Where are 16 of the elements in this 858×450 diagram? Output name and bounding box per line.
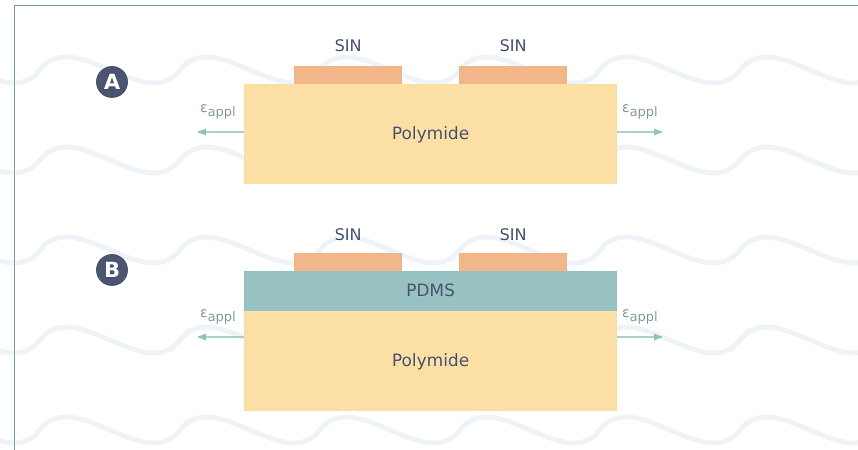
layer-label: PDMS — [406, 281, 455, 301]
strain-arrow — [197, 333, 244, 341]
strain-arrow — [617, 333, 663, 341]
polymide-layer — [244, 84, 617, 184]
panel-letter-badge: A — [96, 66, 128, 98]
panel-letter-badge: B — [96, 254, 128, 286]
layer-label: SIN — [334, 36, 362, 55]
layer-label: SIN — [498, 225, 528, 244]
layer-label: SIN — [334, 225, 362, 244]
polymide-layer — [244, 311, 617, 411]
layer-label: Polymide — [392, 351, 470, 371]
strain-arrow — [617, 128, 663, 136]
layer-label: Polymide — [392, 124, 470, 144]
pdms-layer — [244, 271, 617, 311]
strain-arrow — [197, 128, 244, 136]
layer-label: SIN — [498, 36, 528, 55]
